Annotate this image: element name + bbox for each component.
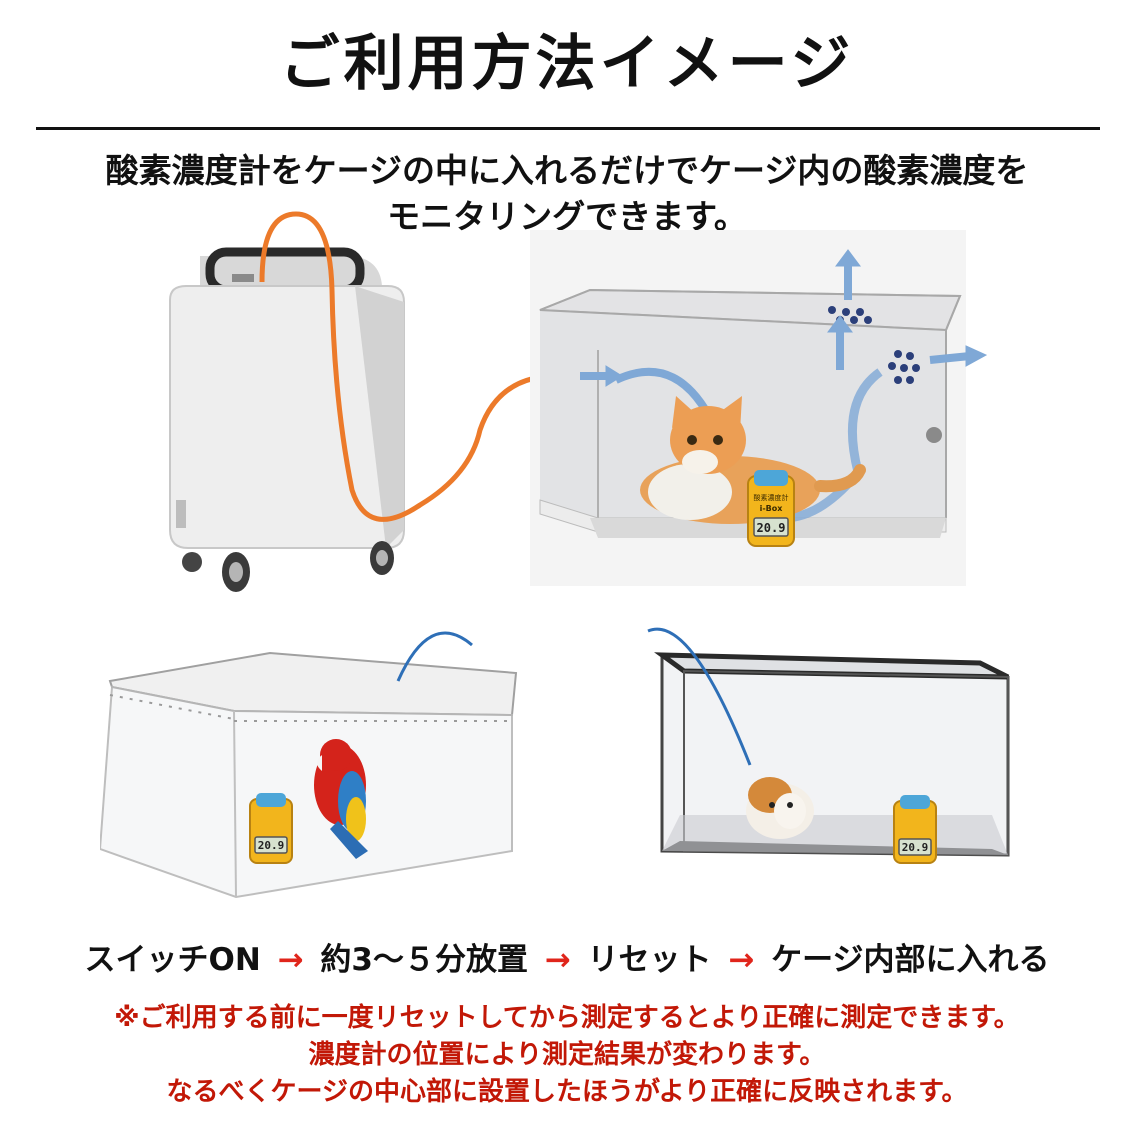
- note-line-1: ※ご利用する前に一度リセットしてから測定するとより正確に測定できます。: [114, 1003, 1020, 1033]
- title-divider: [36, 127, 1100, 130]
- subtitle-line-2: モニタリングできます。: [387, 197, 747, 236]
- step-reset: リセット: [587, 942, 712, 978]
- meter-reading: 20.9: [258, 839, 285, 852]
- oxygen-concentrator-image: [169, 247, 405, 592]
- meter-reading: 20.9: [902, 841, 929, 854]
- parrot-cage-illustration: 20.9: [100, 631, 518, 899]
- step-arrow-icon: →: [277, 942, 304, 978]
- meter-reading: 20.9: [757, 521, 786, 535]
- oxygen-meter-device: 20.9: [893, 795, 937, 864]
- step-arrow-icon: →: [544, 942, 571, 978]
- note-line-2: 濃度計の位置により測定結果が変わります。: [308, 1040, 826, 1070]
- probe-wire: [396, 631, 473, 682]
- oxygen-tube: [259, 211, 567, 522]
- usage-steps: スイッチON → 約3～５分放置 → リセット → ケージ内部に入れる: [0, 938, 1134, 982]
- step-switch-on: スイッチON: [84, 942, 261, 978]
- meter-label: 酸素濃度計: [754, 493, 789, 502]
- step-arrow-icon: →: [728, 942, 755, 978]
- step-wait: 約3～５分放置: [320, 942, 528, 978]
- probe-wire: [647, 627, 752, 766]
- oxygen-meter-device: 20.9 酸素濃度計 i-Box: [747, 470, 795, 547]
- note-line-3: なるべくケージの中心部に設置したほうがより正確に反映されます。: [166, 1077, 968, 1107]
- subtitle: 酸素濃度計をケージの中に入れるだけでケージ内の酸素濃度を モニタリングできます。: [0, 148, 1134, 240]
- subtitle-line-1: 酸素濃度計をケージの中に入れるだけでケージ内の酸素濃度を: [105, 151, 1029, 190]
- cat-image: [640, 396, 866, 524]
- meter-brand: i-Box: [760, 504, 784, 513]
- step-place-in-cage: ケージ内部に入れる: [771, 942, 1050, 978]
- top-scene-illustration: 20.9 酸素濃度計 i-Box: [169, 211, 988, 592]
- guinea-pig-tank-illustration: 20.9: [647, 627, 1010, 864]
- guinea-pig-image: [746, 777, 814, 839]
- page-title: ご利用方法イメージ: [279, 29, 855, 99]
- parrot-image: [314, 739, 368, 859]
- oxygen-meter-device: 20.9: [249, 793, 293, 864]
